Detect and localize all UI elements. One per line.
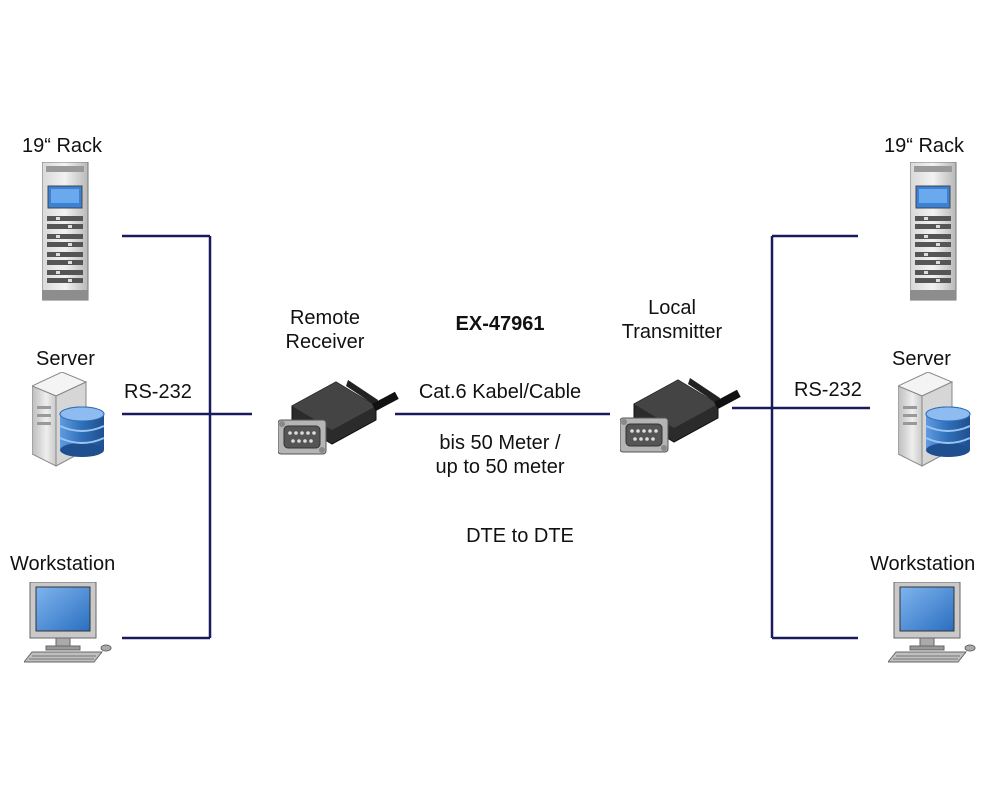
right-server-label: Server (892, 348, 951, 370)
local-transmitter-label-line1: Local (648, 297, 696, 319)
distance-label-line2: up to 50 meter (435, 456, 565, 478)
right-workstation-label: Workstation (870, 553, 976, 575)
cable-label: Cat.6 Kabel/Cable (418, 381, 582, 403)
desktop-computer-icon (888, 582, 976, 663)
left-workstation-label: Workstation (10, 553, 116, 575)
database-server-icon (32, 372, 105, 467)
distance-label-line1: bis 50 Meter / (439, 432, 561, 454)
db9-connector-icon (620, 377, 742, 453)
left-rack-label: 19“ Rack (22, 135, 103, 157)
model-number: EX-47961 (455, 313, 545, 335)
desktop-computer-icon (24, 582, 112, 663)
remote-receiver-label-line1: Remote (289, 307, 361, 329)
remote-receiver-label-line2: Receiver (285, 331, 365, 353)
mode-label: DTE to DTE (466, 525, 574, 547)
left-server-label: Server (36, 348, 95, 370)
server-rack-icon (42, 162, 89, 301)
local-transmitter-label-line2: Transmitter (621, 321, 723, 343)
database-server-icon (898, 372, 971, 467)
left-rs232-label: RS-232 (124, 381, 192, 403)
right-rack-label: 19“ Rack (884, 135, 965, 157)
right-rs232-label: RS-232 (794, 379, 862, 401)
db9-connector-icon (278, 379, 400, 455)
server-rack-icon (910, 162, 957, 301)
